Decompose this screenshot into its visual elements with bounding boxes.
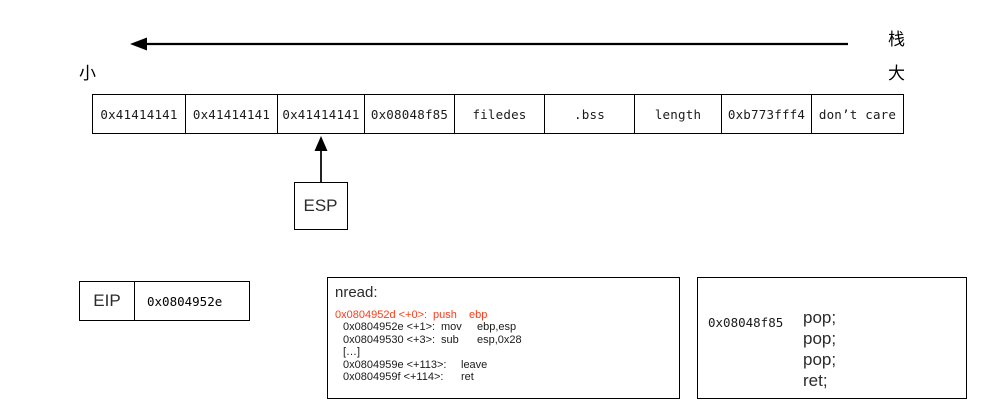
- disassembly-operands: ebp: [469, 308, 488, 321]
- gadget-instruction: pop;: [803, 308, 837, 327]
- stack-cell-5: .bss: [545, 95, 635, 133]
- stack-label: 栈: [888, 30, 905, 50]
- disassembly-address: 0x0804959f <+114>:: [343, 371, 444, 384]
- stack-cell-value: 0x41414141: [282, 106, 360, 122]
- stack-cell-4: filedes: [455, 95, 545, 133]
- esp-label: ESP: [303, 196, 338, 215]
- disassembly-mnemonic: mov: [441, 321, 462, 334]
- stack-cell-6: length: [635, 95, 722, 133]
- disassembly-address: 0x0804952d <+0>:: [335, 308, 428, 321]
- gadget-instruction: pop;: [803, 329, 837, 348]
- stack-growth-direction-arrow: [130, 37, 848, 51]
- stack-memory-row: 0x41414141 0x41414141 0x41414141 0x08048f85…: [92, 94, 904, 134]
- esp-pointer-arrow: [314, 136, 327, 184]
- stack-cell-0: 0x41414141: [93, 95, 186, 133]
- disassembly-operands: esp,0x28: [477, 333, 522, 346]
- disassembly-address: 0x0804959e <+113>:: [343, 358, 447, 371]
- stack-cell-1: 0x41414141: [186, 95, 278, 133]
- low-address-label: 小: [79, 64, 96, 84]
- gadget-instruction-list: pop; pop; pop; ret;: [803, 307, 836, 391]
- stack-cell-7: 0xb773fff4: [722, 95, 812, 133]
- disassembly-mnemonic: sub: [441, 333, 459, 346]
- eip-label: EIP: [80, 282, 135, 320]
- disassembly-address: 0x08049530 <+3>:: [343, 333, 436, 346]
- gadget-panel: 0x08048f85 pop; pop; pop; ret;: [697, 277, 967, 399]
- stack-cell-value: 0x41414141: [192, 106, 271, 122]
- stack-cell-8: don’t care: [812, 95, 903, 133]
- disassembly-line: 0x08049530 <+3>: sub esp,0x28: [335, 334, 679, 347]
- disassembly-line: 0x0804959e <+113>: leave: [335, 359, 679, 372]
- gadget-instruction: ret;: [803, 371, 828, 390]
- disassembly-operands: ret: [461, 371, 474, 384]
- esp-register-box: ESP: [293, 182, 348, 230]
- disassembly-line: […]: [335, 346, 679, 359]
- disassembly-operands: leave: [461, 358, 488, 371]
- stack-cell-value: length: [654, 106, 702, 122]
- stack-cell-value: filedes: [472, 106, 527, 122]
- stack-cell-value: 0xb773fff4: [727, 106, 806, 122]
- disassembly-line: 0x0804952e <+1>: mov ebp,esp: [335, 321, 679, 334]
- stack-cell-value: don’t care: [818, 106, 897, 122]
- stack-cell-2: 0x41414141: [278, 95, 365, 133]
- eip-value: 0x0804952e: [147, 293, 223, 309]
- stack-cell-3: 0x08048f85: [365, 95, 455, 133]
- stack-cell-value: 0x08048f85: [370, 106, 449, 122]
- disassembly-line: 0x0804959f <+114>: ret: [335, 371, 679, 384]
- high-address-label: 大: [888, 64, 905, 84]
- stack-cell-value: 0x41414141: [100, 106, 178, 122]
- stack-cell-value: .bss: [574, 106, 605, 122]
- eip-register-box: EIP 0x0804952e: [79, 281, 250, 321]
- gadget-address: 0x08048f85: [708, 315, 784, 330]
- disassembly-title: nread:: [335, 284, 378, 301]
- disassembly-address: […]: [343, 346, 361, 359]
- disassembly-operands: ebp,esp: [477, 321, 517, 334]
- gadget-instruction: pop;: [803, 350, 837, 369]
- disassembly-address: 0x0804952e <+1>:: [343, 321, 436, 334]
- disassembly-mnemonic: push: [433, 308, 457, 321]
